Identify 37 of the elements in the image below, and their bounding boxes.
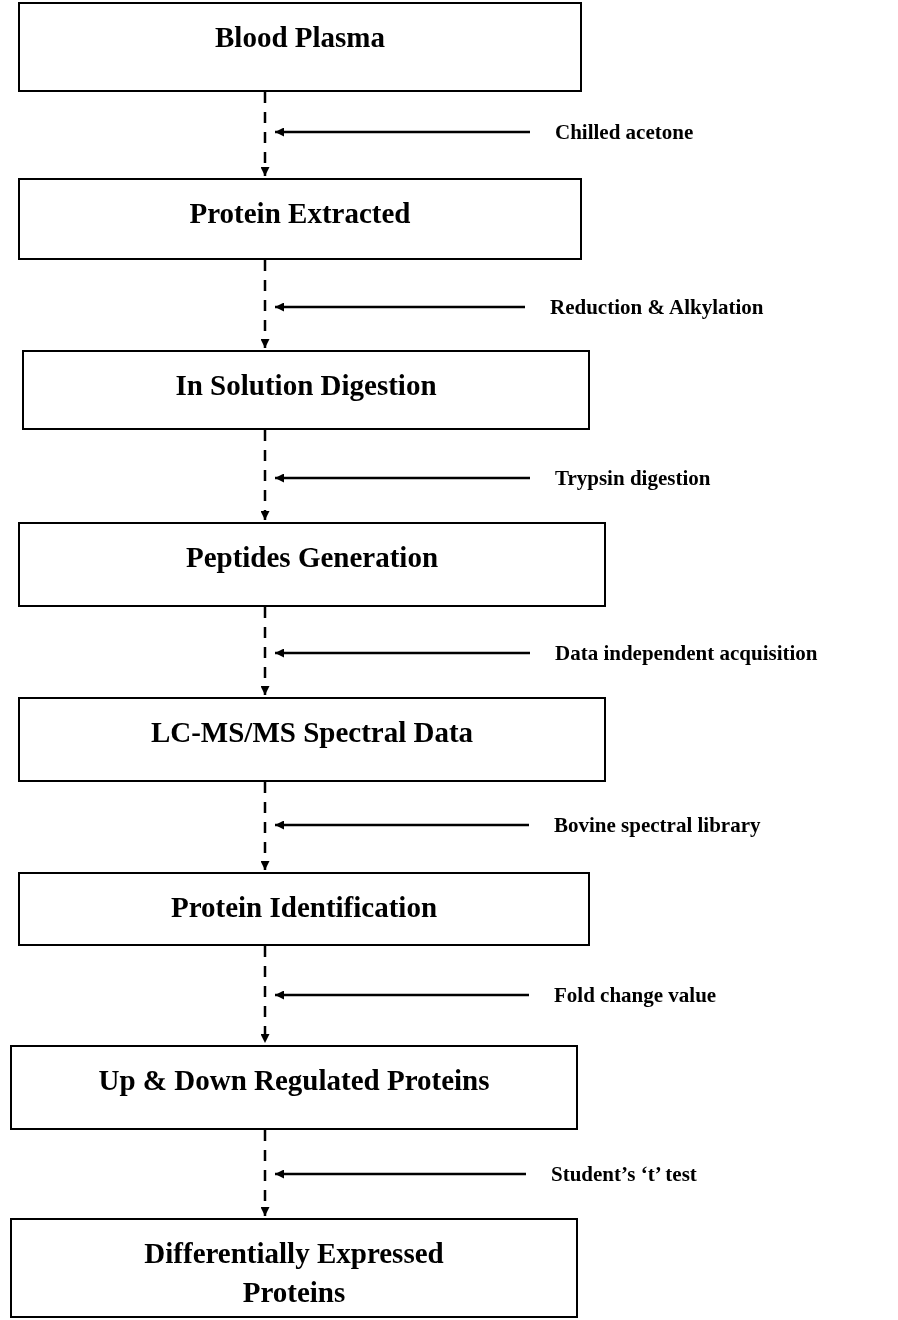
step-label: Blood Plasma <box>215 20 385 55</box>
arrow <box>260 782 270 870</box>
step-label: In Solution Digestion <box>175 368 437 403</box>
arrow <box>275 127 530 137</box>
process-box <box>22 350 590 430</box>
arrow <box>260 1130 270 1216</box>
arrow <box>275 820 529 830</box>
arrow <box>260 260 270 348</box>
process-box <box>18 697 606 782</box>
process-box <box>18 872 590 946</box>
process-box <box>18 2 582 92</box>
step-note: Data independent acquisition <box>555 640 818 666</box>
arrow <box>260 430 270 520</box>
step-note: Reduction & Alkylation <box>550 294 764 320</box>
arrow <box>275 990 529 1000</box>
arrow <box>275 1169 526 1179</box>
step-note: Fold change value <box>554 982 717 1008</box>
step-note: Trypsin digestion <box>555 465 711 491</box>
step-label: Protein Extracted <box>189 196 411 231</box>
step-note: Student’s ‘t’ test <box>551 1161 697 1187</box>
arrow <box>275 473 530 483</box>
step-label: Peptides Generation <box>185 540 439 575</box>
step-label: Differentially Expressed Proteins <box>143 1236 445 1311</box>
arrow <box>275 648 530 658</box>
process-box <box>10 1218 578 1318</box>
process-box <box>18 522 606 607</box>
process-box <box>18 178 582 260</box>
step-label: Protein Identification <box>170 890 438 925</box>
arrow <box>260 92 270 176</box>
step-label: Up & Down Regulated Proteins <box>98 1063 490 1098</box>
arrow <box>275 302 525 312</box>
step-note: Chilled acetone <box>555 119 694 145</box>
process-box <box>10 1045 578 1130</box>
step-label: LC-MS/MS Spectral Data <box>150 715 474 750</box>
step-note: Bovine spectral library <box>554 812 761 838</box>
arrow <box>260 607 270 695</box>
arrow <box>260 946 270 1043</box>
